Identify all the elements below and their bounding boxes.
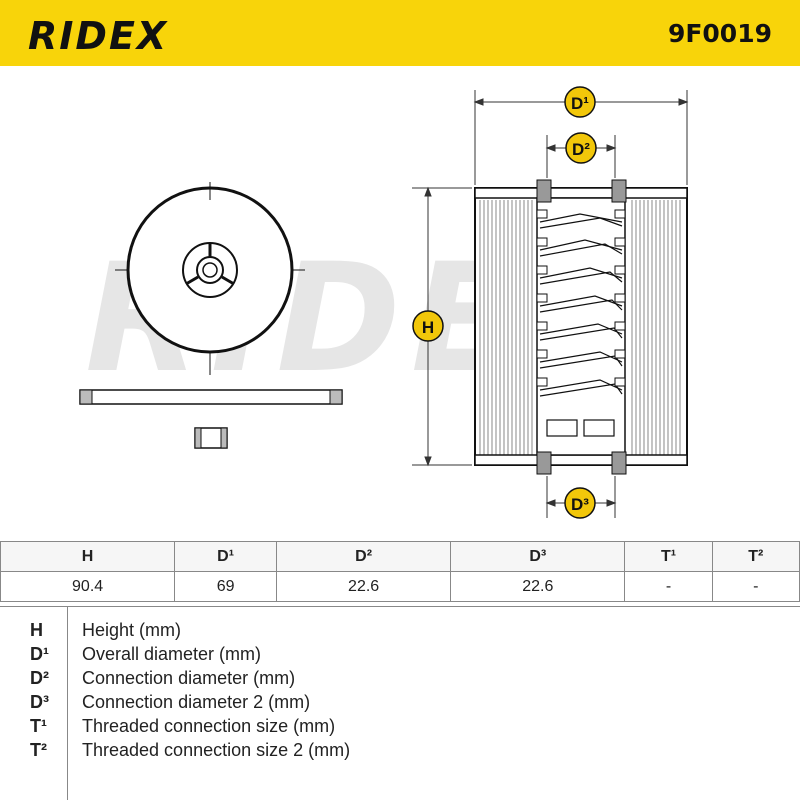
spec-value-d1: 69 bbox=[174, 571, 278, 602]
legend-key: D² bbox=[30, 668, 49, 688]
badge-d3 bbox=[564, 487, 596, 519]
spec-value-d2: 22.6 bbox=[276, 571, 452, 602]
dimension-badges: D¹ D² D³ H bbox=[412, 86, 597, 519]
legend-column-divider bbox=[67, 606, 68, 800]
spec-table: H D¹ D² D³ T¹ T² 90.4 69 22.6 22.6 - - bbox=[0, 541, 800, 602]
header-bar: RIDEX 9F0019 bbox=[0, 0, 800, 66]
badge-d2-label: D² bbox=[572, 140, 590, 159]
legend-desc: Connection diameter (mm) bbox=[82, 668, 296, 688]
legend-item: H Height (mm) bbox=[0, 620, 800, 644]
spec-value-t1: - bbox=[624, 571, 713, 602]
legend-divider bbox=[0, 606, 800, 607]
legend-item: T² Threaded connection size 2 (mm) bbox=[0, 740, 800, 764]
spec-header-t2: T² bbox=[711, 541, 800, 572]
legend-desc: Height (mm) bbox=[82, 620, 182, 640]
legend-item: T¹ Threaded connection size (mm) bbox=[0, 716, 800, 740]
part-number: 9F0019 bbox=[667, 19, 772, 48]
legend-desc: Threaded connection size (mm) bbox=[82, 716, 336, 736]
spec-value-t2: - bbox=[711, 571, 800, 602]
small-seal bbox=[194, 427, 228, 449]
brand-logo: RIDEX bbox=[28, 14, 169, 58]
filter-side-view bbox=[474, 179, 688, 475]
spec-header-d2: D² bbox=[276, 541, 452, 572]
spec-header-d3: D³ bbox=[450, 541, 626, 572]
filter-diagram: RIDEX bbox=[79, 86, 689, 519]
filter-top-view bbox=[115, 182, 305, 375]
legend-item: D² Connection diameter (mm) bbox=[0, 668, 800, 692]
badge-h bbox=[412, 310, 444, 342]
legend-item: D¹ Overall diameter (mm) bbox=[0, 644, 800, 668]
badge-d1-label: D¹ bbox=[571, 94, 589, 113]
legend-desc: Threaded connection size 2 (mm) bbox=[82, 740, 351, 760]
legend-key: T¹ bbox=[30, 716, 47, 736]
legend-desc: Connection diameter 2 (mm) bbox=[82, 692, 311, 712]
spec-header-t1: T¹ bbox=[624, 541, 713, 572]
spec-value-h: 90.4 bbox=[0, 571, 176, 602]
spec-value-d3: 22.6 bbox=[450, 571, 626, 602]
badge-d2 bbox=[565, 132, 597, 164]
gasket-ring bbox=[79, 389, 343, 405]
legend-key: H bbox=[30, 620, 43, 640]
badge-d1 bbox=[564, 86, 596, 118]
badge-h-label: H bbox=[422, 318, 434, 337]
legend-key: D¹ bbox=[30, 644, 49, 664]
spec-header-h: H bbox=[0, 541, 176, 572]
legend-key: D³ bbox=[30, 692, 49, 712]
badge-d3-label: D³ bbox=[571, 495, 589, 514]
spec-header-d1: D¹ bbox=[174, 541, 278, 572]
legend-key: T² bbox=[30, 740, 47, 760]
legend-item: D³ Connection diameter 2 (mm) bbox=[0, 692, 800, 716]
legend-desc: Overall diameter (mm) bbox=[82, 644, 262, 664]
spec-table-row: 90.4 69 22.6 22.6 - - bbox=[0, 571, 800, 602]
legend: H Height (mm) D¹ Overall diameter (mm) D… bbox=[0, 606, 800, 800]
spec-table-header: H D¹ D² D³ T¹ T² bbox=[0, 541, 800, 572]
